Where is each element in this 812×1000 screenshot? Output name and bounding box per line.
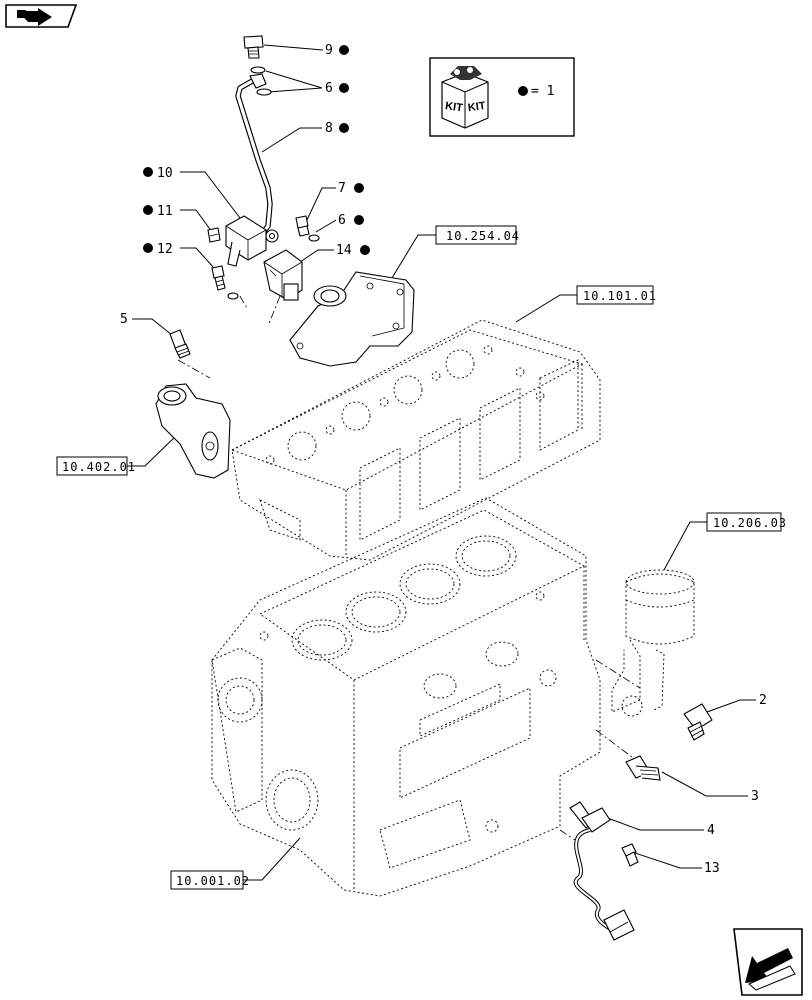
callout-5[interactable]: 5 bbox=[120, 312, 173, 336]
temperature-sender-part bbox=[169, 329, 191, 359]
screw-part-13 bbox=[621, 843, 639, 867]
reference-box-10-254-04[interactable]: 10.254.04 bbox=[391, 225, 520, 279]
kit-dot-icon bbox=[360, 245, 370, 255]
cylinder-head-part bbox=[230, 319, 601, 561]
oil-filter-part bbox=[611, 569, 695, 717]
kit-dot-icon bbox=[354, 215, 364, 225]
kit-dot-icon bbox=[143, 243, 153, 253]
callout-12-label: 12 bbox=[157, 242, 173, 257]
callout-14[interactable]: 14 bbox=[299, 243, 370, 263]
sealing-washer-part bbox=[250, 66, 272, 96]
callout-8[interactable]: 8 bbox=[261, 121, 349, 153]
callout-3-label: 3 bbox=[751, 789, 759, 804]
speed-sensor-part bbox=[569, 801, 635, 941]
callout-6-upper-label: 6 bbox=[325, 81, 333, 96]
kit-dot-icon bbox=[339, 83, 349, 93]
callout-5-label: 5 bbox=[120, 312, 128, 327]
callout-7[interactable]: 7 bbox=[305, 181, 364, 223]
callout-3[interactable]: 3 bbox=[661, 771, 759, 804]
kit-dot-icon bbox=[354, 183, 364, 193]
reference-box-10-101-01[interactable]: 10.101.01 bbox=[515, 285, 657, 323]
thermostat-housing-part bbox=[289, 271, 415, 367]
bolt-part-12 bbox=[211, 265, 239, 300]
water-outlet-part bbox=[155, 383, 231, 479]
cylinder-block-part bbox=[211, 497, 601, 897]
callout-12[interactable]: 12 bbox=[143, 242, 215, 269]
reference-10-001-02-label: 10.001.02 bbox=[176, 874, 250, 888]
callout-6-lower[interactable]: 6 bbox=[315, 213, 364, 233]
callout-2-label: 2 bbox=[759, 693, 767, 708]
sensor-housing-part bbox=[263, 249, 303, 301]
callout-7-label: 7 bbox=[338, 181, 346, 196]
callout-11-label: 11 bbox=[157, 204, 173, 219]
reference-10-206-03-label: 10.206.03 bbox=[713, 516, 787, 530]
callout-9[interactable]: 9 bbox=[263, 43, 349, 58]
callout-14-label: 14 bbox=[336, 243, 352, 258]
callout-6-upper[interactable]: 6 bbox=[265, 70, 349, 96]
kit-dot-icon bbox=[339, 45, 349, 55]
reference-10-402-01-label: 10.402.01 bbox=[62, 460, 136, 474]
callout-10[interactable]: 10 bbox=[143, 166, 241, 219]
fitting-part-7 bbox=[295, 215, 320, 242]
kit-label-left: KIT bbox=[444, 100, 463, 114]
back-navigation-icon[interactable] bbox=[5, 4, 78, 28]
reference-10-101-01-label: 10.101.01 bbox=[583, 289, 657, 303]
kit-legend-text: = 1 bbox=[531, 84, 554, 99]
callout-6-lower-label: 6 bbox=[338, 213, 346, 228]
kit-dot-icon bbox=[339, 123, 349, 133]
kit-label-right: KIT bbox=[467, 100, 486, 114]
oil-pressure-switch-part bbox=[683, 703, 713, 741]
reference-box-10-206-03[interactable]: 10.206.03 bbox=[663, 512, 787, 571]
pipe-part bbox=[235, 73, 279, 243]
kit-dot-icon bbox=[143, 167, 153, 177]
temperature-sensor-part bbox=[625, 755, 661, 781]
pressure-sensor-part bbox=[225, 215, 267, 267]
callout-4-label: 4 bbox=[707, 823, 715, 838]
kit-dot-icon bbox=[143, 205, 153, 215]
bolt-part-11 bbox=[207, 227, 221, 243]
callout-10-label: 10 bbox=[157, 166, 173, 181]
kit-box-icon: KIT KIT bbox=[441, 66, 489, 129]
callout-2[interactable]: 2 bbox=[706, 693, 767, 713]
callout-9-label: 9 bbox=[325, 43, 333, 58]
callout-8-label: 8 bbox=[325, 121, 333, 136]
callout-11[interactable]: 11 bbox=[143, 204, 213, 233]
callout-13[interactable]: 13 bbox=[631, 851, 720, 876]
banjo-bolt-part bbox=[243, 35, 264, 59]
reference-box-10-001-02[interactable]: 10.001.02 bbox=[170, 837, 301, 890]
reference-10-254-04-label: 10.254.04 bbox=[446, 229, 520, 243]
reference-box-10-402-01[interactable]: 10.402.01 bbox=[56, 431, 181, 476]
callout-4[interactable]: 4 bbox=[601, 815, 715, 838]
kit-dot-icon bbox=[518, 86, 528, 96]
callout-13-label: 13 bbox=[704, 861, 720, 876]
kit-legend-box: KIT KIT = 1 bbox=[429, 57, 575, 137]
next-page-arrow-icon[interactable] bbox=[733, 928, 803, 996]
